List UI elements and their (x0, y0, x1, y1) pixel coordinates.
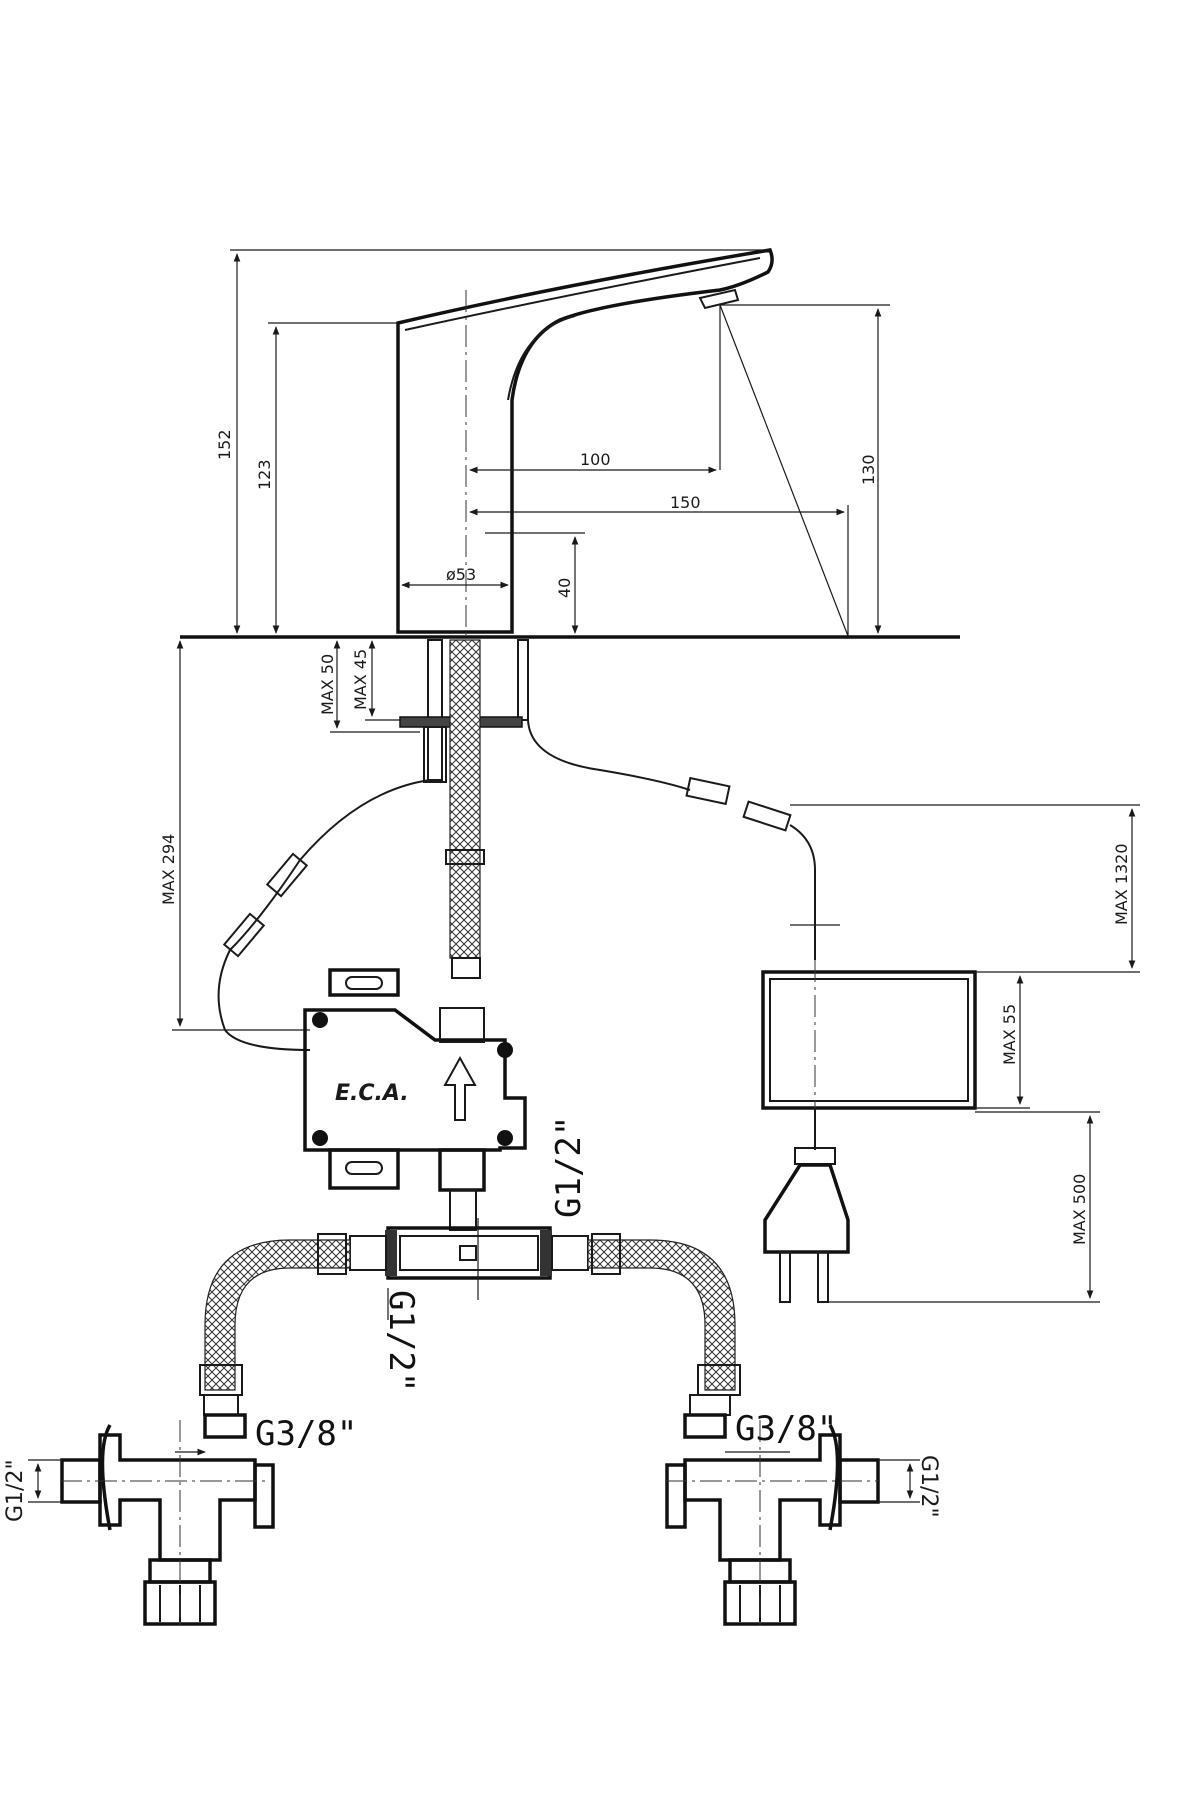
brand-logo: E.C.A. (335, 1081, 409, 1106)
dim-130: 130 (720, 304, 890, 634)
tee-fitting (349, 1148, 589, 1280)
dim-max-50: MAX 50 (318, 640, 420, 733)
thread-label-right-valve-outlet: G3/8" (725, 1409, 837, 1453)
supply-hose (449, 639, 481, 959)
svg-text:100: 100 (580, 450, 611, 469)
thread-label-top-tee: G1/2" (477, 1116, 589, 1300)
sensor-beam (719, 304, 849, 637)
dim-152: 152 (215, 249, 770, 634)
dim-150: 150 (469, 493, 849, 636)
dim-max-45: MAX 45 (351, 640, 400, 721)
power-adapter (761, 960, 977, 1150)
dim-max-294: MAX 294 (159, 640, 310, 1031)
svg-text:G1/2": G1/2" (549, 1116, 589, 1218)
thread-label-bottom-tee: G1/2" (381, 1288, 421, 1392)
power-plug (763, 1108, 850, 1303)
svg-text:MAX 1320: MAX 1320 (1112, 843, 1131, 925)
thread-label-left-valve-outlet: G3/8" (175, 1414, 357, 1456)
right-angle-valve (665, 1413, 880, 1630)
thread-label-left-valve-inlet: G1/2" (3, 1459, 62, 1522)
svg-text:150: 150 (670, 493, 701, 512)
svg-text:40: 40 (555, 578, 574, 598)
svg-text:G1/2": G1/2" (916, 1455, 941, 1518)
dim-max-500: MAX 500 (828, 1111, 1100, 1303)
left-angle-valve (60, 1413, 275, 1630)
svg-text:152: 152 (215, 429, 234, 460)
dim-40: 40 (485, 532, 585, 634)
svg-text:MAX 50: MAX 50 (318, 654, 337, 715)
dim-100: 100 (469, 450, 717, 474)
svg-text:MAX 294: MAX 294 (159, 834, 178, 905)
svg-text:MAX 55: MAX 55 (1000, 1004, 1019, 1065)
sensor-cable (217, 779, 431, 1051)
right-hose (587, 1239, 736, 1391)
svg-text:G3/8": G3/8" (735, 1409, 837, 1449)
dim-diameter-53: ø53 (401, 565, 509, 589)
svg-text:130: 130 (859, 454, 878, 485)
svg-text:G3/8": G3/8" (255, 1414, 357, 1454)
svg-text:MAX 45: MAX 45 (351, 649, 370, 710)
faucet-body (180, 248, 960, 639)
svg-text:123: 123 (255, 459, 274, 490)
svg-text:ø53: ø53 (446, 565, 476, 584)
dim-max-55: MAX 55 (975, 975, 1030, 1109)
svg-text:G1/2": G1/2" (3, 1459, 28, 1522)
power-cable (527, 719, 691, 791)
svg-text:G1/2": G1/2" (381, 1290, 421, 1392)
thread-label-right-valve-inlet: G1/2" (878, 1455, 941, 1518)
dim-123: 123 (255, 322, 398, 634)
svg-text:MAX 500: MAX 500 (1070, 1174, 1089, 1245)
control-box (303, 968, 527, 1190)
dim-max-1320: MAX 1320 (790, 804, 1140, 973)
left-hose (204, 1239, 351, 1391)
